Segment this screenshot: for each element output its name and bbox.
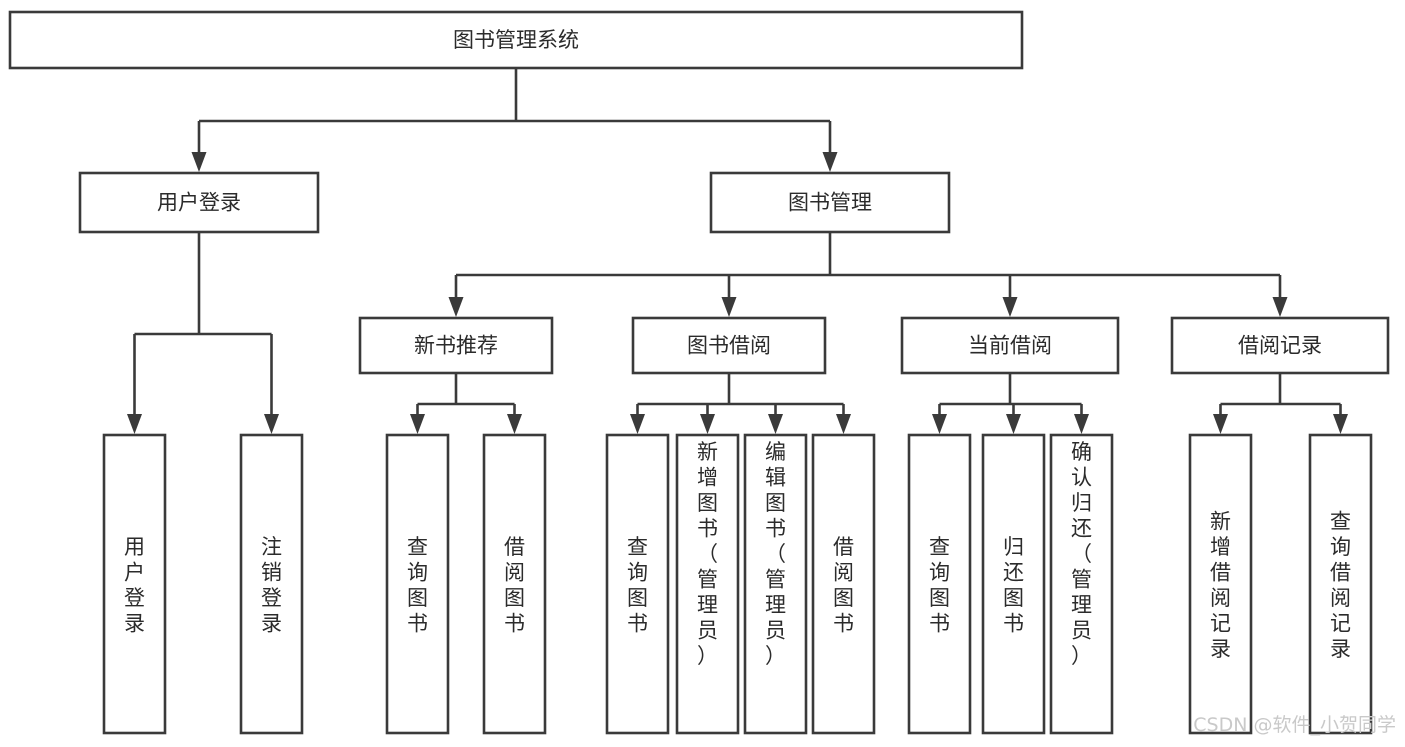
connector-group-user_login bbox=[127, 232, 279, 434]
connector-group-book_manage bbox=[448, 232, 1288, 317]
node-box-user_login[interactable] bbox=[78, 171, 320, 234]
node-leaf_query_book_3[interactable]: 查询图书 bbox=[907, 433, 972, 735]
node-new_book_rec[interactable]: 新书推荐 bbox=[358, 316, 554, 375]
node-box-leaf_query_book_3[interactable] bbox=[907, 433, 972, 735]
node-label-leaf_edit_book: 编辑图书（管理员） bbox=[765, 440, 786, 668]
node-leaf_query_book_2[interactable]: 查询图书 bbox=[605, 433, 670, 735]
node-box-book_borrow[interactable] bbox=[631, 316, 827, 375]
node-label-leaf_add_book: 新增图书（管理员） bbox=[697, 440, 718, 668]
node-box-leaf_edit_book[interactable] bbox=[743, 433, 808, 735]
node-box-book_manage[interactable] bbox=[709, 171, 951, 234]
node-box-leaf_logout[interactable] bbox=[239, 433, 304, 735]
node-box-leaf_borrow_book_1[interactable] bbox=[482, 433, 547, 735]
node-label-leaf_return_book: 归还图书 bbox=[1003, 535, 1024, 636]
node-box-leaf_user_login[interactable] bbox=[102, 433, 167, 735]
node-leaf_user_login[interactable]: 用户登录 bbox=[102, 433, 167, 735]
node-label-leaf_query_book_2: 查询图书 bbox=[627, 535, 648, 636]
node-label-leaf_borrow_book_2: 借阅图书 bbox=[833, 535, 854, 636]
node-box-leaf_add_record[interactable] bbox=[1188, 433, 1253, 735]
node-leaf_edit_book[interactable]: 编辑图书（管理员） bbox=[743, 433, 808, 735]
node-box-new_book_rec[interactable] bbox=[358, 316, 554, 375]
node-leaf_add_record[interactable]: 新增借阅记录 bbox=[1188, 433, 1253, 735]
node-leaf_add_book[interactable]: 新增图书（管理员） bbox=[675, 433, 740, 735]
node-leaf_confirm_return[interactable]: 确认归还（管理员） bbox=[1049, 433, 1114, 735]
node-leaf_borrow_book_2[interactable]: 借阅图书 bbox=[811, 433, 876, 735]
node-book_manage[interactable]: 图书管理 bbox=[709, 171, 951, 234]
node-leaf_logout[interactable]: 注销登录 bbox=[239, 433, 304, 735]
connector-group-root bbox=[191, 68, 838, 172]
connector-group-borrow_record bbox=[1213, 373, 1348, 434]
node-leaf_borrow_book_1[interactable]: 借阅图书 bbox=[482, 433, 547, 735]
node-label-borrow_record: 借阅记录 bbox=[1238, 334, 1322, 358]
node-current_borrow[interactable]: 当前借阅 bbox=[900, 316, 1120, 375]
node-label-leaf_user_login: 用户登录 bbox=[124, 535, 145, 636]
node-user_login[interactable]: 用户登录 bbox=[78, 171, 320, 234]
node-label-leaf_borrow_book_1: 借阅图书 bbox=[504, 535, 525, 636]
connector-layer bbox=[127, 68, 1348, 434]
node-leaf_query_book_1[interactable]: 查询图书 bbox=[385, 433, 450, 735]
node-label-leaf_add_record: 新增借阅记录 bbox=[1210, 510, 1231, 662]
node-label-root: 图书管理系统 bbox=[453, 28, 579, 52]
csdn-watermark: CSDN @软件_小贺同学 bbox=[1193, 714, 1396, 736]
node-book_borrow[interactable]: 图书借阅 bbox=[631, 316, 827, 375]
node-box-leaf_confirm_return[interactable] bbox=[1049, 433, 1114, 735]
node-box-borrow_record[interactable] bbox=[1170, 316, 1390, 375]
node-label-new_book_rec: 新书推荐 bbox=[414, 334, 498, 358]
node-box-leaf_borrow_book_2[interactable] bbox=[811, 433, 876, 735]
node-root[interactable]: 图书管理系统 bbox=[8, 10, 1024, 70]
node-box-root[interactable] bbox=[8, 10, 1024, 70]
node-leaf_query_record[interactable]: 查询借阅记录 bbox=[1308, 433, 1373, 735]
node-label-book_manage: 图书管理 bbox=[788, 191, 872, 215]
node-borrow_record[interactable]: 借阅记录 bbox=[1170, 316, 1390, 375]
node-box-leaf_query_book_1[interactable] bbox=[385, 433, 450, 735]
connector-group-new_book_rec bbox=[410, 373, 522, 434]
node-box-leaf_add_book[interactable] bbox=[675, 433, 740, 735]
node-box-leaf_query_book_2[interactable] bbox=[605, 433, 670, 735]
node-label-book_borrow: 图书借阅 bbox=[687, 334, 771, 358]
connector-group-current_borrow bbox=[932, 373, 1089, 434]
node-label-leaf_query_book_1: 查询图书 bbox=[407, 535, 428, 636]
node-leaf_return_book[interactable]: 归还图书 bbox=[981, 433, 1046, 735]
connector-group-book_borrow bbox=[630, 373, 851, 434]
node-box-leaf_return_book[interactable] bbox=[981, 433, 1046, 735]
node-box-current_borrow[interactable] bbox=[900, 316, 1120, 375]
node-label-leaf_query_book_3: 查询图书 bbox=[929, 535, 950, 636]
node-label-leaf_confirm_return: 确认归还（管理员） bbox=[1071, 440, 1092, 668]
node-layer: 图书管理系统用户登录图书管理新书推荐图书借阅当前借阅借阅记录用户登录注销登录查询… bbox=[8, 10, 1390, 735]
node-label-leaf_query_record: 查询借阅记录 bbox=[1330, 510, 1351, 662]
node-label-leaf_logout: 注销登录 bbox=[261, 535, 282, 636]
node-box-leaf_query_record[interactable] bbox=[1308, 433, 1373, 735]
node-label-user_login: 用户登录 bbox=[157, 191, 241, 215]
node-label-current_borrow: 当前借阅 bbox=[968, 334, 1052, 358]
